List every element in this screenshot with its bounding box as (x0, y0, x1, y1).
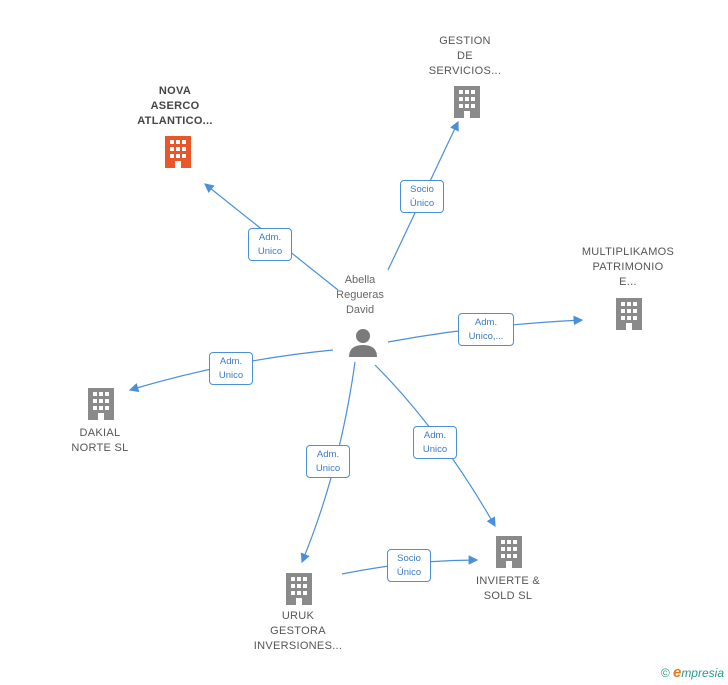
relation-label-uruk-invierte[interactable]: Socio Único (387, 549, 431, 582)
building-icon-gestion[interactable] (452, 84, 482, 118)
relation-label-invierte[interactable]: Adm. Unico (413, 426, 457, 459)
copyright-symbol: © (660, 666, 670, 680)
relation-label-uruk[interactable]: Adm. Unico (306, 445, 350, 478)
person-name[interactable]: Abella Regueras David (336, 274, 384, 316)
building-icon-nova[interactable] (163, 134, 193, 168)
company-label-gestion[interactable]: GESTION DE SERVICIOS... (428, 35, 502, 77)
brand-name: mpresia (681, 666, 724, 680)
relation-label-gestion[interactable]: Socio Único (400, 180, 444, 213)
relation-label-dakial[interactable]: Adm. Unico (209, 352, 253, 385)
relation-label-multiplikamos[interactable]: Adm. Unico,... (458, 313, 514, 346)
company-label-uruk[interactable]: URUK GESTORA INVERSIONES... (253, 610, 343, 652)
building-icon-multiplikamos[interactable] (614, 296, 644, 330)
building-icon-invierte[interactable] (494, 534, 524, 568)
building-icon-dakial[interactable] (86, 386, 116, 420)
building-icon-uruk[interactable] (284, 571, 314, 605)
person-icon[interactable] (347, 327, 379, 357)
brand-footer[interactable]: © empresia (661, 664, 724, 681)
company-label-multiplikamos[interactable]: MULTIPLIKAMOS PATRIMONIO E... (581, 246, 675, 288)
company-label-dakial[interactable]: DAKIAL NORTE SL (71, 427, 129, 454)
company-label-invierte[interactable]: INVIERTE & SOLD SL (476, 575, 540, 602)
brand-logo-e: e (672, 664, 682, 681)
company-label-nova[interactable]: NOVA ASERCO ATLANTICO... (137, 85, 213, 127)
relation-label-nova[interactable]: Adm. Unico (248, 228, 292, 261)
